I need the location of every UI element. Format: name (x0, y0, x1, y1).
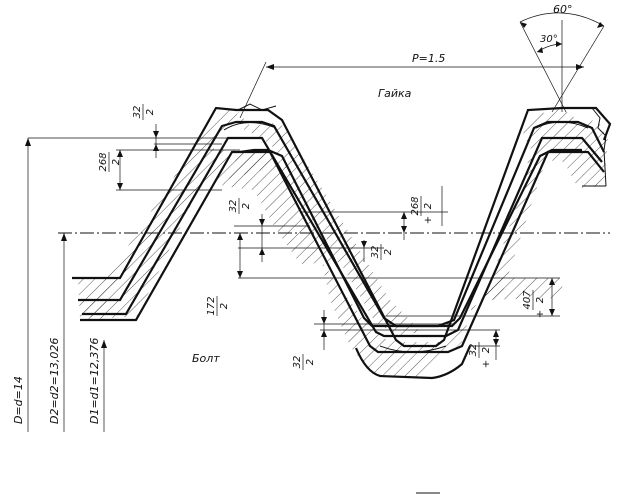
svg-text:2: 2 (423, 203, 434, 209)
svg-text:2: 2 (305, 359, 316, 365)
pitch-diameter-label: D2=d2=13,026 (48, 338, 61, 424)
dim-32-bottom-right: 32 + 2 (468, 342, 492, 368)
pitch-dimension: P=1.5 (239, 52, 584, 119)
bolt-profile (80, 150, 605, 354)
bolt-root-arc (354, 345, 472, 380)
svg-text:2: 2 (383, 249, 394, 255)
svg-text:+: + (423, 216, 434, 224)
nut-crest-arc-right (535, 121, 589, 129)
extension-lines (28, 137, 560, 347)
bolt-crest-top (222, 150, 340, 264)
svg-text:2: 2 (481, 347, 492, 353)
break-line-top (237, 103, 277, 111)
svg-text:+: + (481, 360, 492, 368)
break-line-right (591, 107, 607, 187)
minor-diameter-label: D1=d1=12,376 (88, 338, 101, 424)
svg-text:407: 407 (522, 290, 533, 310)
svg-text:+: + (535, 310, 546, 318)
svg-text:32: 32 (292, 356, 303, 369)
dimension-texts: 32 2 268 2 32 2 268 + 2 32 2 172 2 (98, 104, 546, 370)
nut-tooth-right (484, 108, 608, 300)
dim-268-left: 268 2 (98, 152, 122, 172)
svg-text:32: 32 (468, 344, 479, 357)
bolt-root-left (78, 148, 278, 320)
thread-outlines (72, 103, 612, 380)
svg-text:2: 2 (535, 297, 546, 303)
bolt-root-arc-inner (379, 345, 447, 353)
bolt-label: Болт (192, 352, 220, 365)
angle-30-label: 30° (540, 34, 558, 45)
svg-text:2: 2 (145, 109, 156, 115)
svg-text:2: 2 (241, 203, 252, 209)
nut-outer-profile (72, 106, 612, 348)
svg-text:32: 32 (370, 246, 381, 259)
svg-text:172: 172 (206, 296, 217, 315)
nut-crest-arc-left (223, 122, 277, 131)
svg-text:2: 2 (219, 303, 230, 309)
major-diameter-label: D=d=14 (12, 376, 25, 424)
profile-line-3 (82, 136, 603, 338)
dim-268-right: 268 + 2 (410, 196, 434, 224)
nut-wall-left (80, 108, 238, 318)
pitch-label: P=1.5 (412, 52, 445, 65)
dim-407: 407 + 2 (522, 290, 546, 318)
svg-text:32: 32 (228, 200, 239, 213)
dim-172: 172 2 (206, 296, 230, 316)
bolt-tooth-bottom (322, 262, 564, 378)
svg-text:2: 2 (111, 159, 122, 165)
nut-label: Гайка (378, 87, 412, 100)
svg-text:268: 268 (410, 196, 421, 215)
angle-construction: 60° 30° (519, 3, 605, 113)
angle-60-label: 60° (553, 3, 573, 16)
dim-32-top: 32 2 (132, 104, 156, 120)
nut-root-contour (239, 148, 582, 328)
vertical-dimension-lines (25, 124, 555, 432)
svg-text:32: 32 (132, 106, 143, 119)
dim-32-bottom-left: 32 2 (292, 354, 316, 370)
dim-32-mid: 32 2 (228, 198, 252, 214)
dim-32-center: 32 2 (370, 244, 394, 260)
svg-text:268: 268 (98, 152, 109, 171)
